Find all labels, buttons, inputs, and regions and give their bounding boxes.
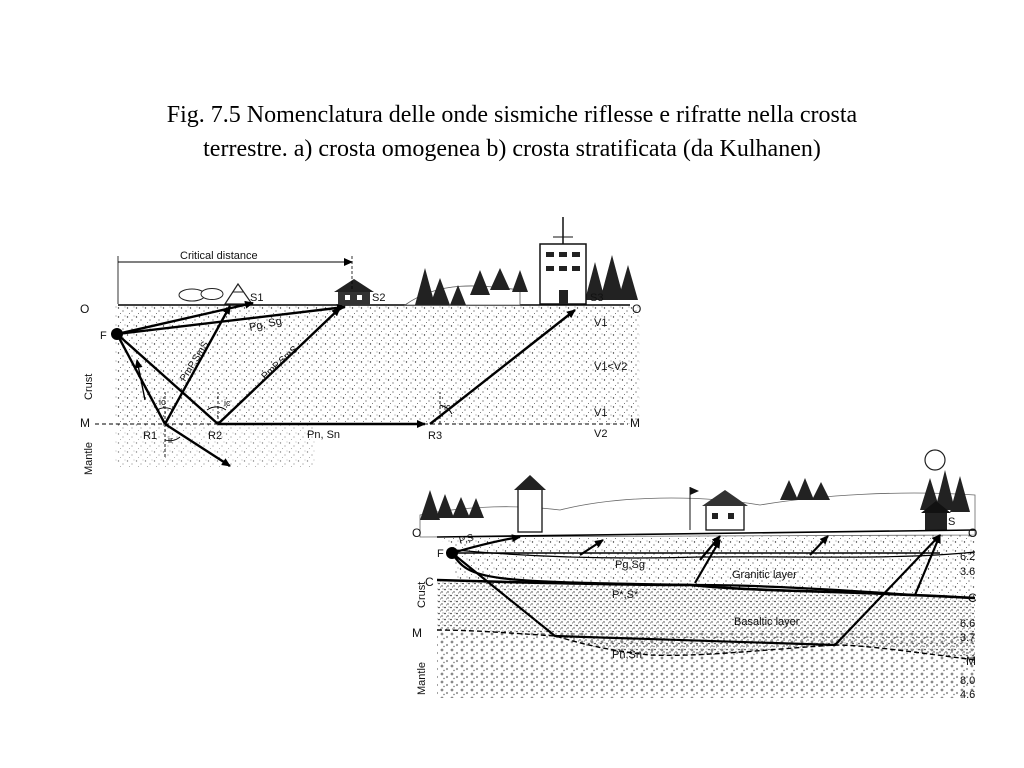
granitic-label: Granitic layer — [732, 569, 797, 581]
ray-direct-s2 — [116, 303, 346, 336]
station-s3-label: S3 — [590, 292, 603, 304]
angle-label-4: ir — [168, 435, 173, 445]
ray-head-label-a: Pn, Sn — [307, 429, 340, 441]
point-r2-label: R2 — [208, 430, 222, 442]
conrad-label-right: C — [968, 591, 977, 605]
ray-down-r2 — [116, 333, 219, 425]
granitic-layer — [455, 550, 975, 598]
sun-icon — [924, 449, 946, 471]
angle-markers-a — [156, 392, 453, 458]
caption-line-1: Fig. 7.5 Nomenclatura delle onde sismich… — [166, 102, 858, 128]
conrad-label-left: C — [425, 575, 434, 589]
moho-label-right-b: M — [966, 654, 976, 668]
critical-distance-label: Critical distance — [180, 250, 258, 262]
station-label-b: S — [948, 516, 955, 528]
building-a — [539, 217, 587, 305]
crust-label-a: Crust — [83, 374, 95, 400]
velocity-b-1: 6.2 — [960, 551, 975, 563]
ray-reflected-r2 — [217, 307, 341, 425]
surface-label-left-a: O — [80, 302, 89, 316]
source-label-b: F — [437, 548, 444, 560]
velocity-b-6: 4.6 — [960, 689, 975, 701]
velocity-label-4: V2 — [594, 428, 607, 440]
velocity-b-4: 3.7 — [960, 632, 975, 644]
station-s2-label: S2 — [372, 292, 385, 304]
cows-a — [178, 288, 224, 302]
point-r3-label: R3 — [428, 430, 442, 442]
surface-line-b — [436, 529, 976, 538]
rays-a — [115, 300, 576, 468]
ray-bs-label: P,S — [458, 532, 475, 547]
mantle-layer-b — [437, 632, 975, 698]
mantle-label-b: Mantle — [416, 662, 428, 695]
mantle-layer-a — [115, 424, 315, 468]
tree-line-a — [415, 255, 638, 305]
moho-label-left-b: M — [412, 626, 422, 640]
moho-label-right-a: M — [630, 416, 640, 430]
angle-label-1: ic — [159, 397, 166, 407]
mantle-label-a: Mantle — [83, 442, 95, 475]
velocity-label-3: V1 — [594, 407, 607, 419]
crust-layer-a — [115, 306, 640, 424]
landscape-b — [419, 449, 976, 538]
angle-label-3: ic — [444, 402, 451, 412]
ray-head-label-b: Pn,Sn — [612, 649, 642, 661]
ray-direct-label-b: Pg,Sg — [615, 559, 645, 571]
ray-transmitted — [164, 422, 231, 468]
tent-a — [223, 282, 254, 305]
house-a — [334, 279, 374, 305]
surface-label-right-a: O — [632, 302, 641, 316]
source-point-b — [446, 547, 458, 559]
station-s1-label: S1 — [250, 292, 263, 304]
moho-label-left-a: M — [80, 416, 90, 430]
basaltic-label: Basaltic layer — [734, 616, 800, 628]
ray-reflected-r1 — [163, 305, 232, 425]
velocity-label-1: V1 — [594, 317, 607, 329]
rays-b — [451, 534, 942, 647]
ray-conrad-label: P*,S* — [612, 589, 639, 601]
surface-label-left-b: O — [412, 526, 421, 540]
surface-label-right-b: O — [968, 526, 977, 540]
velocity-b-3: 6.6 — [960, 618, 975, 630]
moho-line-b — [436, 629, 976, 661]
upper-layer-b — [437, 530, 975, 559]
ray-refracted-s3 — [429, 309, 576, 425]
angle-label-2: ic — [224, 398, 231, 408]
crust-label-b: Crust — [416, 582, 428, 608]
caption-line-2: terrestre. a) crosta omogenea b) crosta … — [203, 136, 821, 162]
velocity-b-2: 3.6 — [960, 566, 975, 578]
figure-a: Critical distance O O M M Crust Mantle F — [80, 217, 641, 475]
figure-b: O O C C M M Crust Mantle F P,S Pg,Sg P*,… — [412, 449, 977, 701]
velocity-label-2: V1<V2 — [594, 361, 627, 373]
velocity-b-5: 8.0 — [960, 675, 975, 687]
source-label-a: F — [100, 330, 107, 342]
point-r1-label: R1 — [143, 430, 157, 442]
figure-caption: Fig. 7.5 Nomenclatura delle onde sismich… — [60, 98, 964, 166]
